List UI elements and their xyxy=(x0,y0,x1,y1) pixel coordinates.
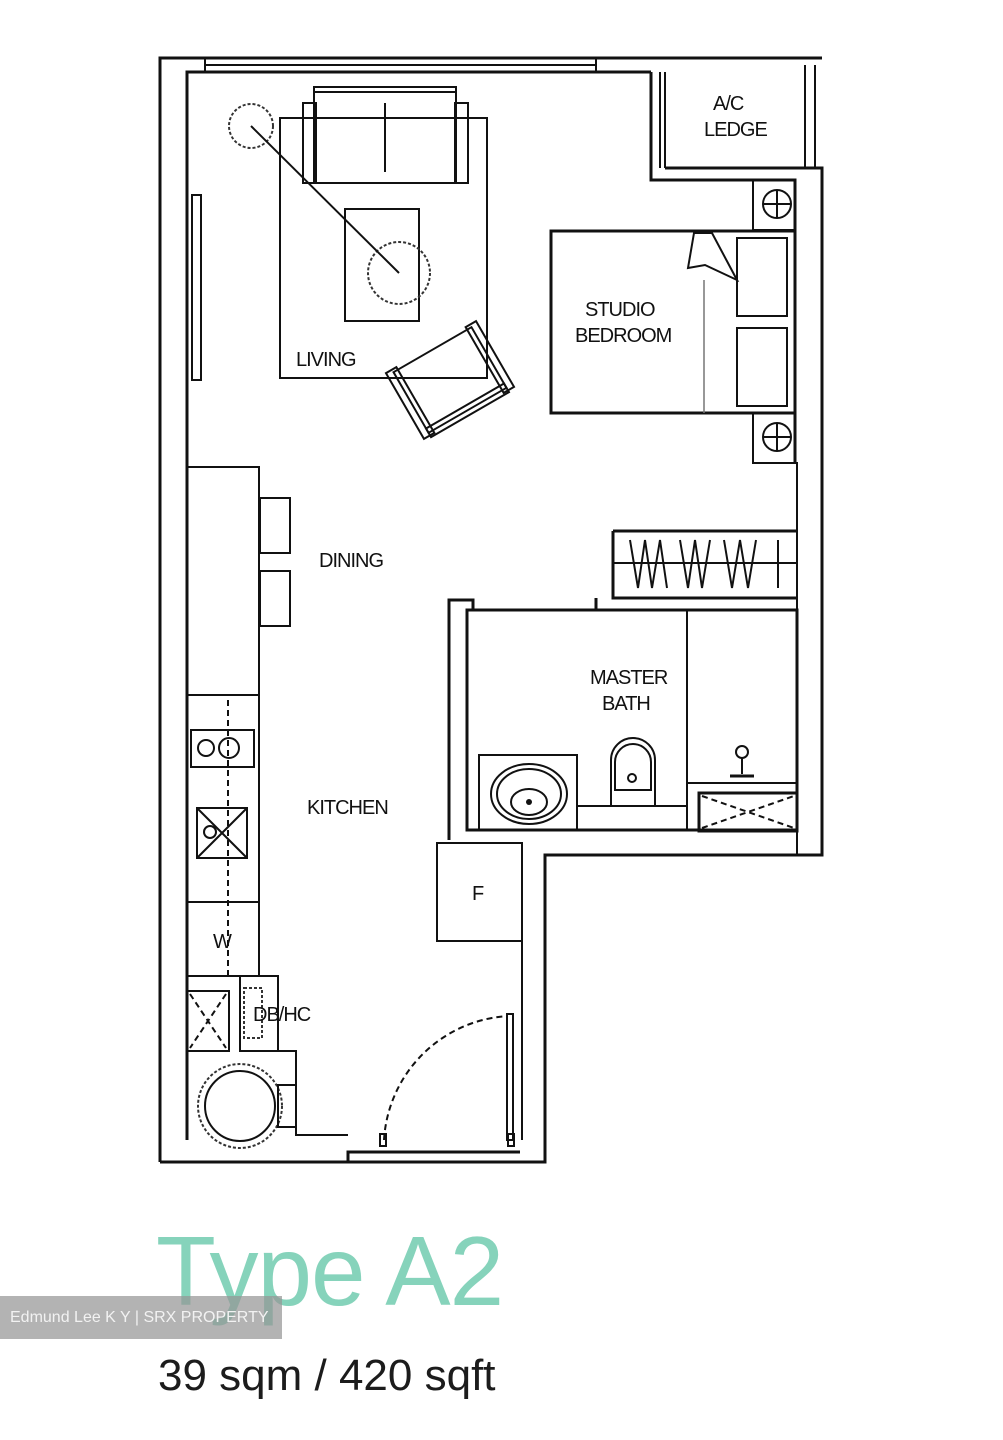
label-kitchen: KITCHEN xyxy=(307,797,388,819)
fridge xyxy=(436,842,523,1140)
wardrobe xyxy=(611,529,797,600)
label-dining: DINING xyxy=(319,550,383,572)
label-fridge: F xyxy=(472,883,484,905)
label-ac-ledge-1: A/C xyxy=(713,93,744,115)
label-washer: W xyxy=(213,931,232,953)
watermark: Edmund Lee K Y | SRX PROPERTY xyxy=(0,1296,282,1339)
label-db-hc: DB/HC xyxy=(253,1004,311,1026)
studio-bedroom-furniture xyxy=(549,179,797,464)
label-living: LIVING xyxy=(296,349,356,371)
entry-door xyxy=(379,1013,515,1147)
label-studio-bedroom-2: BEDROOM xyxy=(575,325,672,347)
living-furniture xyxy=(228,86,516,441)
living-window xyxy=(191,194,202,381)
label-ac-ledge-2: LEDGE xyxy=(704,119,767,141)
master-bath xyxy=(447,598,799,840)
utility-area xyxy=(186,975,348,1149)
floor-plan: LIVING A/C LEDGE STUDIO BEDROOM DINING M… xyxy=(158,56,824,1164)
unit-area: 39 sqm / 420 sqft xyxy=(158,1351,496,1400)
kitchen-counter xyxy=(187,466,291,977)
label-studio-bedroom-1: STUDIO xyxy=(585,299,655,321)
label-master-bath-2: BATH xyxy=(602,693,650,715)
label-master-bath-1: MASTER xyxy=(590,667,668,689)
